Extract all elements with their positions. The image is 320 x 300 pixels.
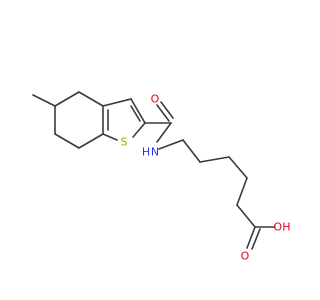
- amide-oxygen-label: O: [151, 93, 160, 106]
- bond-c5-c6: [236, 204, 256, 228]
- bond-ring-c4-c3a: [78, 91, 104, 107]
- bond-c2-c3: [199, 156, 230, 163]
- bond-c2-s: [132, 122, 146, 138]
- bond-carbonyl-o: [156, 104, 170, 122]
- bond-n-c1: [158, 139, 184, 150]
- bond-c3-c2-inner: [130, 105, 141, 122]
- molecule-structure-diagram: S O H N O OH: [32, 91, 291, 263]
- thiophene-ring: [102, 98, 146, 141]
- bond-carbonyl-n: [156, 122, 172, 143]
- bond-c4-c5: [236, 177, 248, 206]
- bond-carbonyl-o-double: [160, 101, 174, 119]
- bond-s-c7a: [102, 133, 118, 141]
- acid-oxygen-double-label: O: [241, 250, 250, 263]
- cyclohexene-ring: [32, 91, 104, 149]
- sulfur-label: S: [121, 136, 128, 149]
- acid-hydroxyl-label: OH: [274, 221, 291, 234]
- amide-hydrogen-label: H: [142, 146, 150, 159]
- bond-c1-c2: [182, 139, 201, 163]
- bond-acid-c-o-double: [246, 226, 256, 249]
- bond-methyl: [32, 94, 56, 107]
- bond-acid-c-o-double-2: [251, 228, 261, 250]
- bond-ring-c7-c7a: [78, 133, 104, 149]
- amide-nitrogen-label: N: [151, 146, 159, 159]
- carboxylic-acid-group: [246, 226, 276, 250]
- bond-c3-c2: [130, 98, 146, 124]
- bond-ring-c6-c7: [54, 133, 80, 149]
- bond-ring-c5-c4: [54, 91, 80, 107]
- hexanoic-chain: [158, 139, 256, 228]
- bond-c3-c4: [228, 156, 248, 179]
- bond-c3a-c3: [102, 98, 132, 107]
- amide-group: [144, 101, 174, 143]
